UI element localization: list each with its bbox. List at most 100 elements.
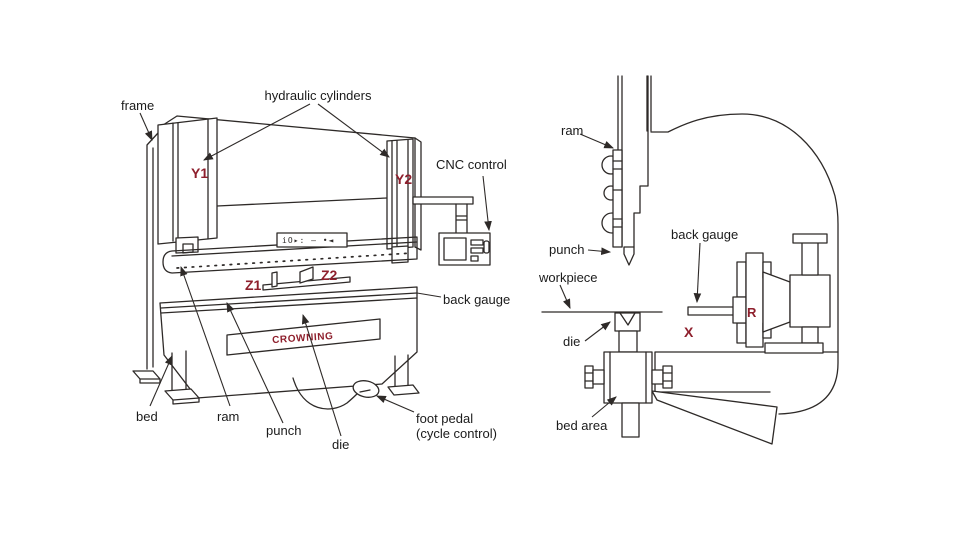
hydraulic-cylinders-label: hydraulic cylinders	[265, 88, 372, 103]
die-block	[614, 312, 641, 332]
bed-beam	[651, 351, 839, 445]
right-bolt-shaft	[651, 369, 664, 385]
workpiece-arrow	[559, 284, 571, 310]
cylinders-arrow-right	[317, 103, 390, 158]
frame-front-edge	[646, 75, 652, 132]
backgauge-rail	[262, 266, 351, 291]
axis-y1-label: Y1	[191, 165, 208, 181]
bed: CROWNING	[159, 286, 418, 399]
right-leg	[394, 354, 409, 388]
frame-outer-edge	[146, 132, 159, 370]
gauge-connector	[762, 271, 791, 333]
die-holder-flanges	[609, 351, 647, 404]
ram-assembly	[601, 75, 649, 266]
die-v-notch	[619, 312, 636, 326]
bed-area-arrow	[591, 396, 617, 418]
ram-beam-inner-line	[171, 241, 418, 257]
cylinder-y2-lines	[391, 139, 409, 249]
crowning-label: CROWNING	[272, 331, 334, 346]
left-bolt-shaft	[592, 369, 605, 385]
gauge-lower-post	[801, 326, 819, 344]
cnc-arrow	[482, 175, 492, 232]
pedal-body	[352, 380, 380, 398]
bed-label: bed	[136, 409, 158, 424]
crowning-plate	[226, 318, 381, 356]
foot-pedal	[292, 377, 380, 410]
clamp-strip	[612, 149, 623, 248]
bed-area-label: bed area	[556, 418, 608, 433]
cylinder-y1-lines	[172, 118, 209, 242]
die-arrow-right	[584, 321, 611, 342]
right-labels: ram punch workpiece die bed area back ga…	[538, 123, 757, 433]
hydraulic-cylinder-y2	[386, 138, 414, 264]
hydraulic-cylinder-y1	[157, 117, 218, 254]
axis-r-label: R	[747, 305, 757, 320]
cnc-control-label: CNC control	[436, 157, 507, 172]
holder-stem	[621, 402, 640, 438]
display-panel-box	[276, 232, 348, 248]
axis-z2-label: Z2	[321, 267, 338, 283]
axis-z1-label: Z1	[245, 277, 262, 293]
beam-opening-edge	[216, 197, 388, 207]
back-gauge-label-left: back gauge	[443, 292, 510, 307]
die-label-right: die	[563, 334, 580, 349]
punch-blade	[623, 246, 635, 266]
punch-label-right: punch	[549, 242, 584, 257]
pendant-column	[455, 203, 468, 234]
die-assembly	[584, 312, 673, 438]
foot-pedal-label-line2: (cycle control)	[416, 426, 497, 441]
beam-lines	[654, 351, 839, 393]
punch-label-left: punch	[266, 423, 301, 438]
left-leader-lines	[139, 103, 492, 437]
display-panel-glyphs: iO▸: – •◄	[282, 236, 334, 245]
pendant-side-slot	[483, 240, 490, 254]
gauge-base-plate	[764, 342, 824, 354]
deflector-wedge	[651, 390, 778, 445]
top-beam-top-edge	[159, 115, 416, 139]
bed-arrow	[149, 354, 173, 407]
workpiece-label: workpiece	[538, 270, 598, 285]
die-arrow	[301, 313, 342, 437]
frame-arrow	[139, 112, 153, 142]
axis-y2-label: Y2	[395, 171, 412, 187]
frame-foot-base	[139, 378, 161, 384]
ram-arrow-right	[579, 133, 615, 149]
gauge-post	[801, 241, 819, 276]
ram-beam	[162, 236, 418, 274]
cylinder-y2-rod-block	[391, 245, 409, 264]
punch-arrow	[226, 302, 284, 424]
back-gauge-arrow-right	[693, 242, 702, 304]
die-holder	[603, 351, 653, 404]
cylinders-arrow-left	[203, 103, 311, 161]
gauge-finger-block	[732, 296, 747, 324]
left-bolt-lines	[584, 372, 594, 382]
axis-x-label: X	[684, 324, 694, 340]
ram-label-right: ram	[561, 123, 583, 138]
ram-label-left: ram	[217, 409, 239, 424]
gauge-plate	[745, 252, 764, 348]
left-leg-foot-base	[172, 397, 200, 405]
bed-outline	[159, 286, 418, 399]
display-panel: iO▸: – •◄	[276, 232, 348, 248]
rail-bar	[262, 276, 351, 291]
bed-top-lines	[160, 292, 418, 314]
cylinder-y2-body	[386, 138, 414, 250]
pendant-key-3	[470, 255, 479, 262]
pedal-detail	[359, 389, 371, 393]
frame-label: frame	[121, 98, 154, 113]
machine-right-side	[414, 137, 422, 251]
right-view: ram punch workpiece die bed area back ga…	[538, 75, 839, 445]
frame-foot	[132, 370, 161, 380]
frame-curve	[650, 113, 839, 415]
cnc-pendant	[412, 196, 491, 266]
ram-arrow	[180, 265, 231, 407]
frame-profile	[646, 75, 839, 415]
ram-body-right-steps	[633, 75, 649, 248]
left-bolt-nut	[584, 365, 594, 389]
ram-beam-outline	[162, 236, 418, 274]
legs	[164, 350, 420, 405]
left-view: iO▸: – •◄ CROWNING	[121, 88, 510, 452]
pendant-arm	[412, 196, 474, 205]
